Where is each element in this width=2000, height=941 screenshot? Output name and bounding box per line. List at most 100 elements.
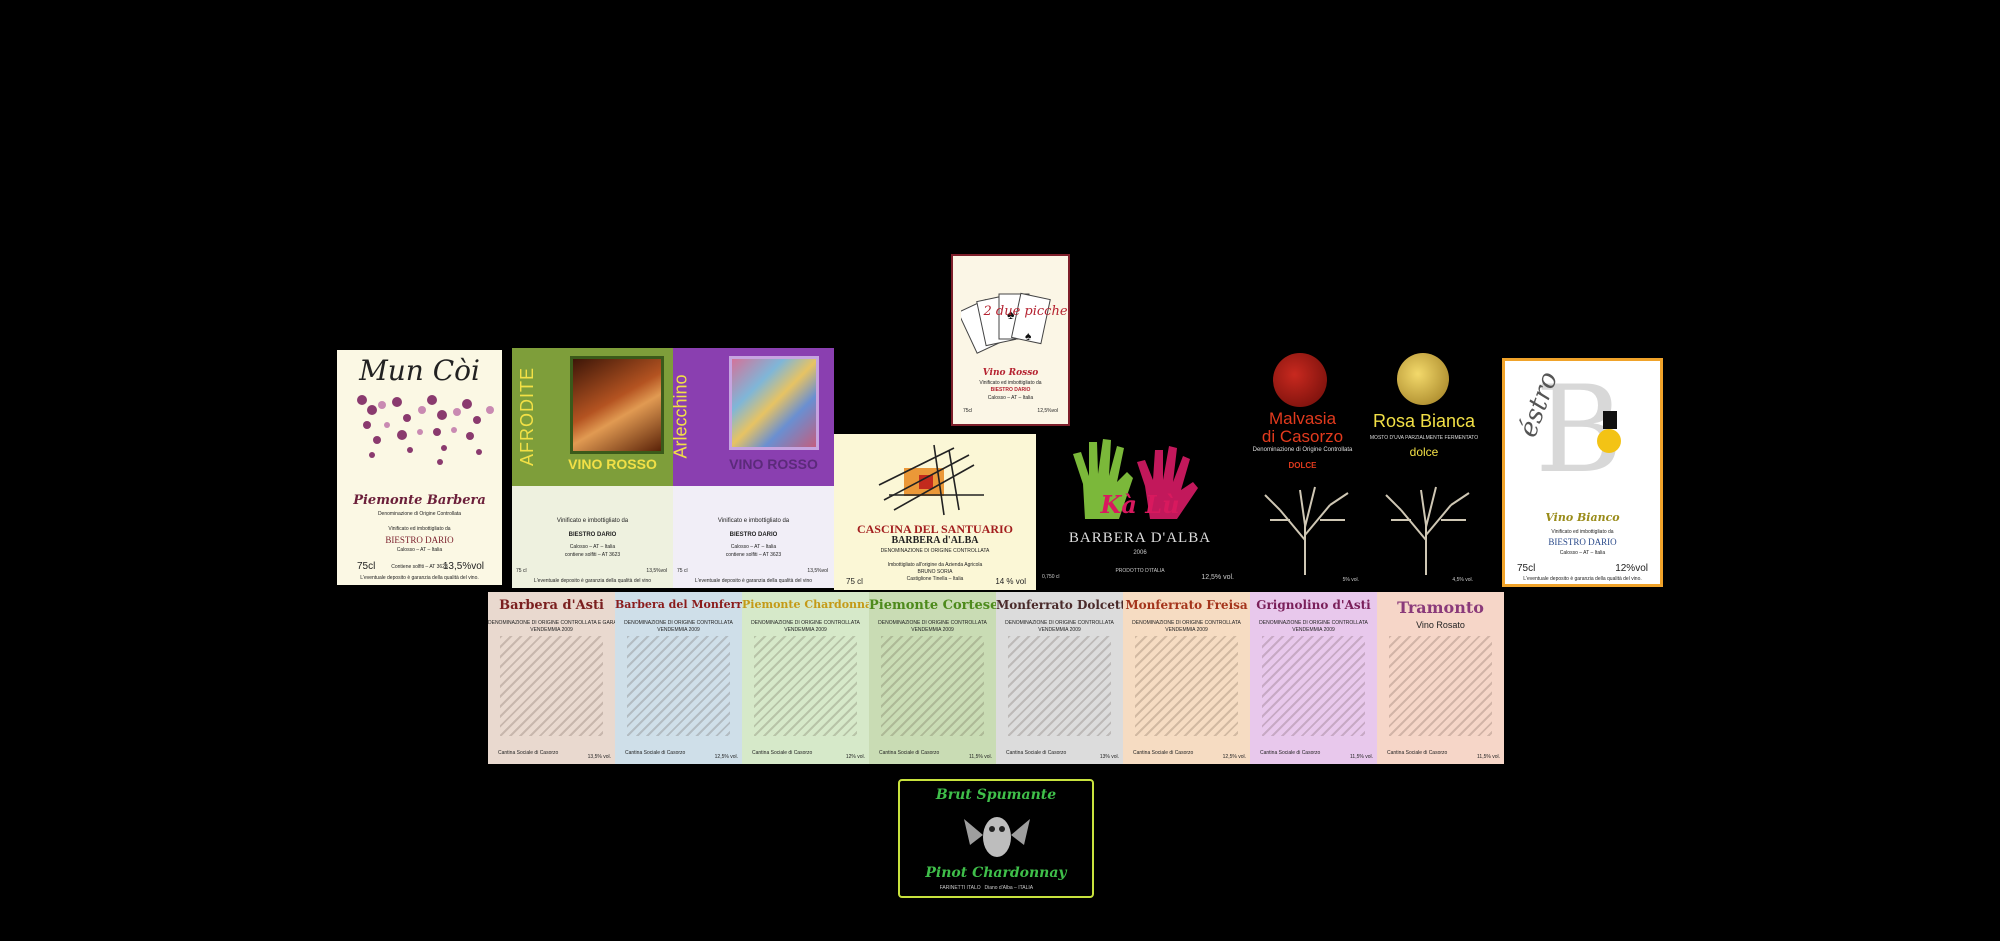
style-text: dolce bbox=[1409, 445, 1439, 459]
label-title: Monferrato Dolcetto bbox=[996, 598, 1123, 612]
abv-text: 13,5% vol. bbox=[587, 754, 611, 760]
sketch-illustration bbox=[1389, 636, 1492, 736]
label-barbera-del-monferrato: Barbera del Monferrato DENOMINAZIONE DI … bbox=[615, 592, 742, 764]
vintage-text: VENDEMMIA 2009 bbox=[911, 627, 954, 633]
abv-text: 12,5% vol. bbox=[714, 754, 738, 760]
label-grignolino-d-asti: Grignolino d'Asti DENOMINAZIONE DI ORIGI… bbox=[1250, 592, 1377, 764]
vintage-text: VENDEMMIA 2009 bbox=[784, 627, 827, 633]
svg-text:♠: ♠ bbox=[1025, 329, 1032, 343]
label-mun-coi: Mun Còi Piemonte Barbera Denominazione d… bbox=[337, 350, 502, 585]
painting-image bbox=[570, 356, 664, 454]
label-title: Kà Lù bbox=[1100, 490, 1180, 519]
wine-type: Vino Rosso bbox=[982, 368, 1039, 378]
playing-cards-illustration: ♠ ♠ bbox=[961, 292, 1051, 354]
label-rosa-bianca: Rosa Bianca MOSTO D'UVA PARZIALMENTE FER… bbox=[1365, 345, 1483, 591]
bottler-text: Imbottigliato all'origine da Azienda Agr… bbox=[887, 562, 983, 568]
place-text: Calosso – AT – Italia bbox=[1559, 550, 1606, 556]
label-title: Rosa Bianca bbox=[1372, 411, 1476, 431]
label-piemonte-chardonnay: Piemonte Chardonnay DENOMINAZIONE DI ORI… bbox=[742, 592, 869, 764]
label-arlecchino: Arlecchino VINO ROSSO Vinificato e imbot… bbox=[673, 348, 834, 588]
volume-text: 75 cl bbox=[677, 568, 688, 574]
abstract-sketch-illustration bbox=[878, 444, 984, 516]
vintage-text: 2006 bbox=[1133, 550, 1147, 556]
volume-text: 0,750 cl bbox=[1042, 574, 1060, 580]
sketch-illustration bbox=[500, 636, 603, 736]
bottler-text: Vinificato ed imbottigliato da bbox=[1551, 529, 1614, 535]
label-ka-lu: Kà Lù BARBERA D'ALBA 2006 0,750 cl PRODO… bbox=[1040, 430, 1240, 590]
cantina-logo: Cantina Sociale di Casorzo bbox=[879, 750, 940, 756]
wine-type: VINO ROSSO bbox=[568, 456, 657, 472]
wine-name: BARBERA d'ALBA bbox=[891, 535, 979, 546]
label-monferrato-dolcetto: Monferrato Dolcetto DENOMINAZIONE DI ORI… bbox=[996, 592, 1123, 764]
label-title: Arlecchino bbox=[673, 374, 691, 459]
label-estro: B éstro Vino Bianco Vinificato ed imbott… bbox=[1502, 358, 1663, 587]
place-text: Calosso – AT – Italia bbox=[396, 547, 443, 553]
cantina-logo: Cantina Sociale di Casorzo bbox=[625, 750, 686, 756]
doc-text: DENOMINAZIONE DI ORIGINE CONTROLLATA bbox=[878, 620, 987, 626]
sketch-illustration bbox=[1135, 636, 1238, 736]
label-title: Piemonte Cortese bbox=[869, 598, 996, 613]
label-afrodite: AFRODITE VINO ROSSO Vinificato e imbotti… bbox=[512, 348, 673, 588]
producer-name: FARINETTI ITALO bbox=[939, 885, 981, 891]
label-title: AFRODITE bbox=[517, 366, 538, 467]
abv-text: 11,5% vol. bbox=[1350, 754, 1373, 760]
label-brut-spumante: Brut Spumante Pinot Chardonnay FARINETTI… bbox=[898, 779, 1094, 898]
place-text: Diano d'Alba – ITALIA bbox=[984, 885, 1034, 891]
abv-text: 12,5% vol. bbox=[1201, 574, 1234, 581]
label-due-picche: ♠ ♠ 2 due picche Vino Rosso Vinificato e… bbox=[951, 254, 1070, 426]
vintage-text: VENDEMMIA 2009 bbox=[530, 627, 573, 633]
vintage-text: VENDEMMIA 2009 bbox=[1292, 627, 1335, 633]
doc-text: DENOMINAZIONE DI ORIGINE CONTROLLATA bbox=[1259, 620, 1368, 626]
volume-text: 75cl bbox=[357, 561, 376, 572]
wine-type: VINO ROSSO bbox=[729, 456, 818, 472]
volume-text: 75 cl bbox=[846, 577, 863, 586]
label-monferrato-freisa: Monferrato Freisa DENOMINAZIONE DI ORIGI… bbox=[1123, 592, 1250, 764]
sketch-illustration bbox=[754, 636, 857, 736]
bottler-text: Vinificato ed imbottigliato da bbox=[979, 380, 1042, 386]
label-title: Tramonto bbox=[1397, 598, 1484, 617]
abv-text: 11,5% vol. bbox=[1477, 754, 1500, 760]
wine-type: Vino Bianco bbox=[1545, 511, 1620, 524]
bottler-text: Vinificato ed imbottigliato da bbox=[388, 526, 451, 532]
label-barbera-d-asti: Barbera d'Asti DENOMINAZIONE DI ORIGINE … bbox=[488, 592, 615, 764]
abv-text: 14 % vol bbox=[995, 577, 1026, 586]
abv-text: 13,5%vol bbox=[442, 561, 484, 572]
label-malvasia-di-casorzo: Malvasia di Casorzo Denominazione di Ori… bbox=[1240, 345, 1365, 591]
place-text: Calosso – AT – Italia bbox=[730, 544, 777, 550]
sketch-illustration bbox=[627, 636, 730, 736]
abv-text: 12% vol. bbox=[845, 754, 865, 760]
tree-illustration bbox=[1264, 486, 1349, 575]
label-tramonto: Tramonto Vino Rosato Cantina Sociale di … bbox=[1377, 592, 1504, 764]
sketch-illustration bbox=[1008, 636, 1111, 736]
label-title: Barbera del Monferrato bbox=[615, 598, 742, 611]
abv-text: 12,5% vol. bbox=[1222, 754, 1246, 760]
wine-name: BARBERA D'ALBA bbox=[1068, 530, 1212, 546]
abv-text: 13,5%vol bbox=[807, 568, 828, 574]
wine-name: Piemonte Barbera bbox=[353, 493, 486, 508]
producer-name: BIESTRO DARIO bbox=[729, 532, 778, 538]
origin-text: PRODOTTO D'ITALIA bbox=[1115, 568, 1165, 574]
abv-text: 5% vol. bbox=[1342, 577, 1359, 583]
label-title-2: di Casorzo bbox=[1261, 427, 1344, 446]
lemon-character-icon bbox=[1597, 429, 1621, 453]
abv-text: 11,5% vol. bbox=[969, 754, 992, 760]
svg-text:♠: ♠ bbox=[1007, 306, 1015, 322]
cantina-logo: Cantina Sociale di Casorzo bbox=[1006, 750, 1067, 756]
label-cascina-del-santuario: CASCINA DEL SANTUARIO BARBERA d'ALBA DEN… bbox=[834, 434, 1036, 590]
label-title: CASCINA DEL SANTUARIO bbox=[856, 522, 1014, 536]
producer-name: BIESTRO DARIO bbox=[990, 387, 1031, 393]
sulfites-text: contiene solfiti – AT 3623 bbox=[564, 552, 621, 558]
bottler-text: Vinificato e imbottigliato da bbox=[717, 518, 790, 524]
label-title: Mun Còi bbox=[359, 354, 480, 387]
cantina-logo: Cantina Sociale di Casorzo bbox=[1133, 750, 1194, 756]
doc-text: Denominazione di Origine Controllata bbox=[377, 511, 462, 517]
doc-text: DENOMINAZIONE DI ORIGINE CONTROLLATA bbox=[1005, 620, 1114, 626]
sulfites-text: contiene solfiti – AT 3623 bbox=[725, 552, 782, 558]
place-text: Calosso – AT – Italia bbox=[569, 544, 616, 550]
doc-text: DENOMINAZIONE DI ORIGINE CONTROLLATA bbox=[624, 620, 733, 626]
doc-text: DENOMINAZIONE DI ORIGINE CONTROLLATA bbox=[880, 548, 990, 554]
style-text: DOLCE bbox=[1288, 461, 1317, 470]
producer-name: BRUNO SORIA bbox=[917, 569, 953, 575]
volume-text: 75cl bbox=[963, 408, 973, 414]
abv-text: 4,5% vol. bbox=[1452, 577, 1473, 583]
